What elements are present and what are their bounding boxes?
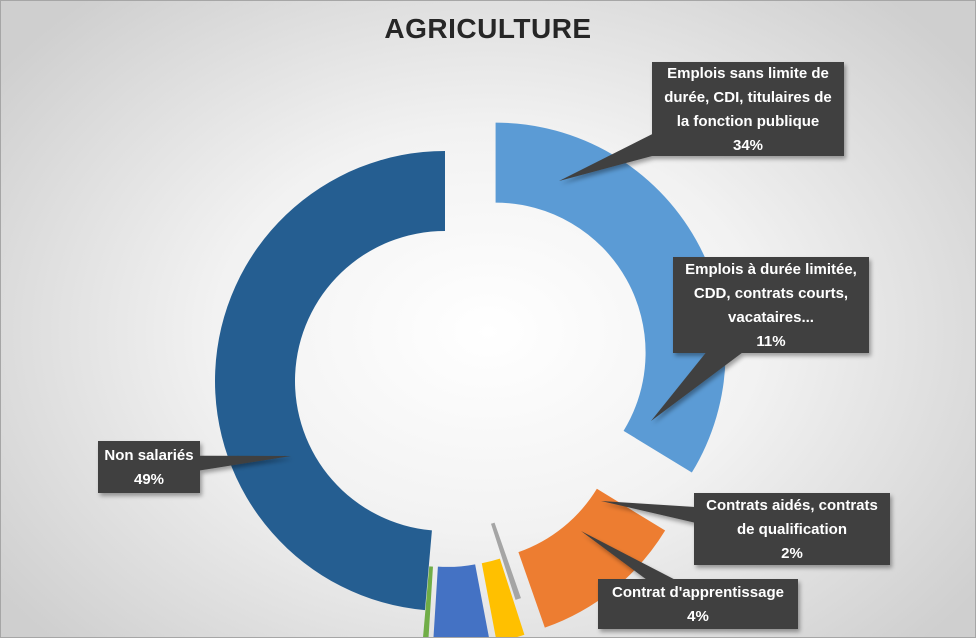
callout-label-line: Emplois sans limite de	[667, 65, 829, 82]
callout-value: 34%	[733, 137, 763, 154]
callout-value: 4%	[687, 608, 709, 625]
callout-box	[694, 493, 890, 565]
callout-label-line: Contrat d'apprentissage	[612, 584, 784, 601]
callout-0	[559, 62, 844, 181]
callout-value: 11%	[756, 333, 785, 350]
callout-label-line: Emplois à durée limitée,	[685, 261, 857, 278]
callout-box	[673, 257, 869, 353]
slice-2	[490, 522, 521, 600]
callout-box	[598, 579, 798, 629]
callout-label-line: Non salariés	[104, 447, 193, 464]
slice-4	[433, 564, 489, 637]
callout-value: 49%	[134, 471, 164, 488]
slice-1	[518, 488, 666, 628]
callout-group: Emplois sans limite de durée, CDI, titula…	[98, 62, 890, 629]
callout-label-line: la fonction publique	[677, 113, 820, 130]
slice-3	[481, 558, 525, 637]
slice-0	[495, 122, 726, 473]
callout-value: 2%	[781, 545, 803, 562]
callout-label-line: durée, CDI, titulaires de	[664, 89, 832, 106]
callout-box	[98, 441, 200, 493]
callout-6	[98, 441, 291, 493]
callout-label-line: Contrats aidés, contrats	[706, 497, 878, 514]
callout-label-line: CDD, contrats courts,	[694, 285, 848, 302]
callout-1	[651, 257, 869, 421]
slice-6	[215, 151, 445, 611]
callout-label-line: vacataires...	[728, 309, 814, 326]
callout-box	[652, 62, 844, 156]
callout-3	[601, 493, 890, 565]
slice-group	[215, 122, 726, 637]
chart-title: AGRICULTURE	[384, 13, 592, 44]
callout-4	[581, 531, 798, 629]
callout-label-line: de qualification	[737, 521, 847, 538]
slice-5	[423, 566, 433, 637]
